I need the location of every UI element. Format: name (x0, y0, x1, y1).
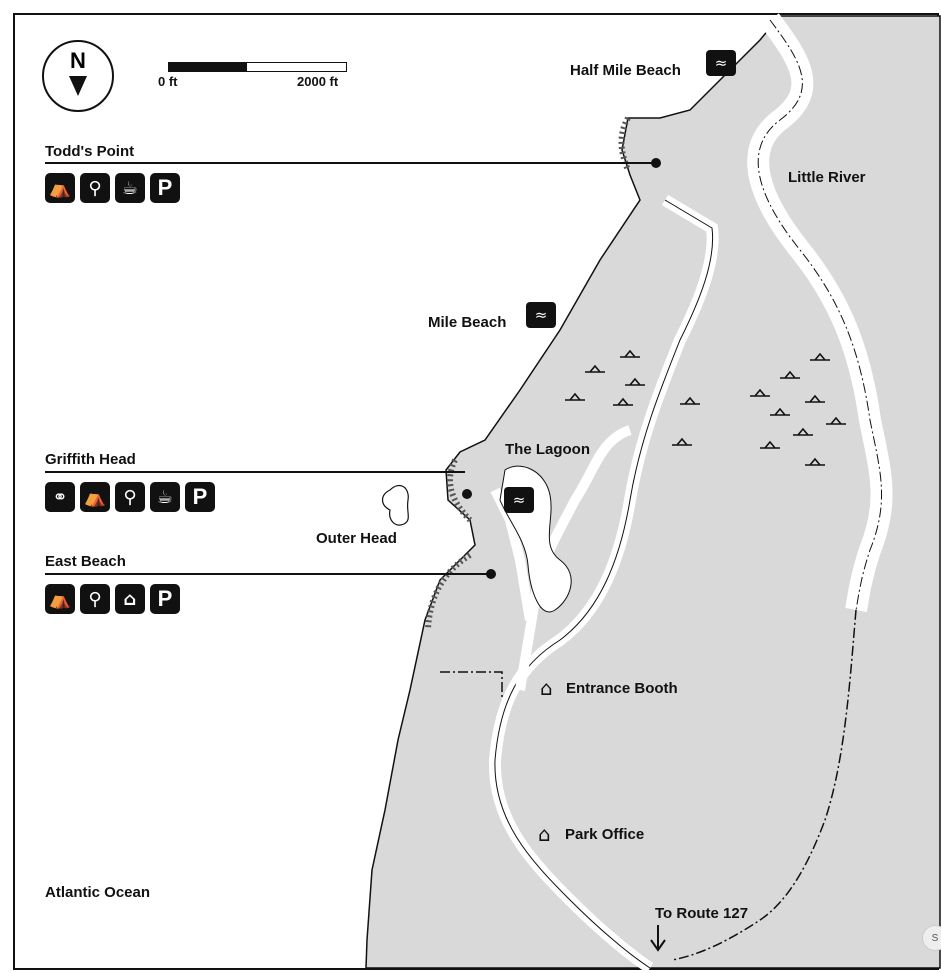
picnic-icon: ⛺ (45, 173, 75, 203)
shelter-icon: ⌂ (115, 584, 145, 614)
todds-point-amenities: ⛺ ⚲ ☕ P (45, 173, 180, 203)
restroom-icon: ⚲ (80, 584, 110, 614)
east-beach-amenities: ⛺ ⚲ ⌂ P (45, 584, 180, 614)
griffith-head-marker (462, 489, 472, 499)
mile-beach-label: Mile Beach (428, 314, 507, 331)
todds-point-label: Todd's Point (45, 143, 135, 160)
concession-icon: ☕ (115, 173, 145, 203)
griffith-road (515, 425, 632, 691)
restroom-icon: ⚲ (80, 173, 110, 203)
griffith-head-leader (45, 471, 465, 473)
park-office-label: Park Office (565, 826, 645, 843)
todds-point-marker (651, 158, 661, 168)
main-road-edge (494, 199, 714, 969)
scale-end: 2000 ft (297, 74, 339, 89)
picnic-icon: ⛺ (45, 584, 75, 614)
swimming-icon: ≈ (526, 302, 556, 328)
edge-widget-button[interactable]: S (922, 925, 941, 951)
outer-head-label: Outer Head (316, 530, 397, 547)
scale-bar (168, 62, 347, 72)
parking-icon: P (150, 584, 180, 614)
little-river-bank (757, 19, 883, 611)
east-beach-leader (45, 573, 490, 575)
north-arrow-icon (69, 76, 87, 96)
to-route-arrow (650, 925, 666, 952)
park-office-icon: ⌂ (538, 822, 551, 846)
binoculars-icon: ⚭ (45, 482, 75, 512)
half-mile-beach-label: Half Mile Beach (570, 62, 681, 79)
marsh-symbols (565, 349, 846, 466)
little-river-label: Little River (788, 169, 866, 186)
entrance-booth-label: Entrance Booth (566, 680, 678, 697)
east-beach-label: East Beach (45, 553, 126, 570)
compass-letter: N (70, 48, 86, 73)
parking-icon: P (185, 482, 215, 512)
griffith-head-label: Griffith Head (45, 451, 136, 468)
restroom-icon: ⚲ (115, 482, 145, 512)
the-lagoon-label: The Lagoon (505, 441, 590, 458)
parking-icon: P (150, 173, 180, 203)
picnic-icon: ⛺ (80, 482, 110, 512)
east-beach-marker (486, 569, 496, 579)
beach-fringe (425, 116, 631, 631)
atlantic-ocean-label: Atlantic Ocean (45, 884, 151, 901)
outer-head-island (381, 485, 409, 526)
entrance-booth-icon: ⌂ (540, 676, 553, 700)
concession-icon: ☕ (150, 482, 180, 512)
north-compass: N (42, 40, 114, 112)
griffith-head-amenities: ⚭ ⛺ ⚲ ☕ P (45, 482, 215, 512)
park-boundary (440, 609, 857, 961)
swimming-icon: ≈ (504, 487, 534, 513)
scale-start: 0 ft (158, 74, 178, 89)
todds-point-leader (45, 162, 655, 164)
to-route-label: To Route 127 (655, 905, 749, 922)
swimming-icon: ≈ (706, 50, 736, 76)
